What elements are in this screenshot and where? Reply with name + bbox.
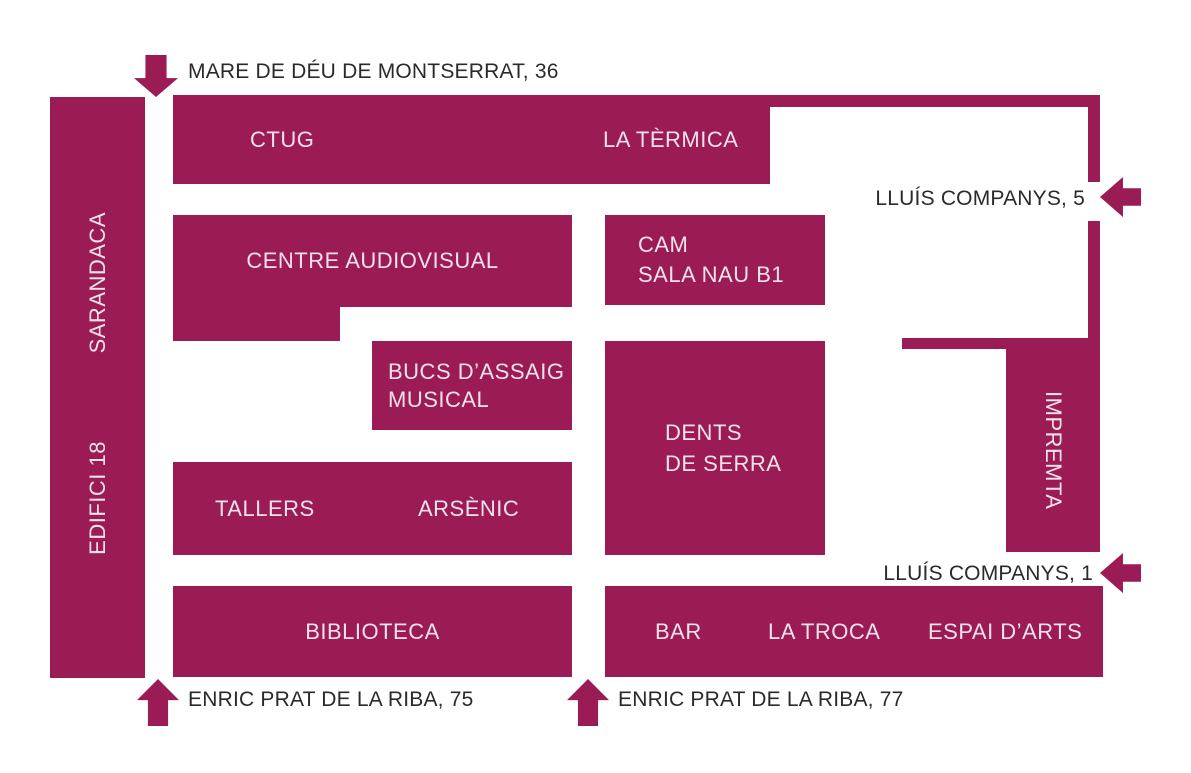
building-label-la-troca: LA TROCA <box>768 618 881 644</box>
building-label-cam: CAM <box>638 232 689 257</box>
building-sarandaca: SARANDACA <box>50 183 145 383</box>
building-label-bar: BAR <box>655 618 702 644</box>
street-label-enric-prat-77: ENRIC PRAT DE LA RIBA, 77 <box>618 688 904 711</box>
street-label-lluis-companys-1: LLUÍS COMPANYS, 1 <box>883 562 1093 585</box>
building-edifici-18: EDIFICI 18 <box>50 398 145 598</box>
building-label-sarandaca: SARANDACA <box>84 212 110 354</box>
building-bar-latroca-espaidarts: BAR LA TROCA ESPAI D’ARTS <box>605 586 1103 677</box>
entrance-arrow-up-icon <box>567 679 609 726</box>
street-label-enric-prat-75: ENRIC PRAT DE LA RIBA, 75 <box>188 688 474 711</box>
building-label-la-termica: LA TÈRMICA <box>603 126 739 152</box>
building-dents-de-serra: DENTS DE SERRA <box>605 341 825 555</box>
perimeter-line-top <box>770 95 1100 107</box>
building-label-dents: DENTS <box>665 420 743 445</box>
building-label-impremta: IMPREMTA <box>1041 391 1066 510</box>
building-label-tallers: TALLERS <box>215 495 315 521</box>
building-ctug-la-termica: CTUG LA TÈRMICA <box>173 95 770 184</box>
building-label-musical: MUSICAL <box>388 386 490 412</box>
building-label-de-serra: DE SERRA <box>665 451 782 476</box>
building-label-arsenic: ARSÈNIC <box>418 495 520 521</box>
entrance-arrow-up-icon <box>137 679 179 726</box>
entrance-arrow-left-icon <box>1100 177 1141 217</box>
building-label-sala-nau-b1: SALA NAU B1 <box>638 262 785 287</box>
building-label-centre-audiovisual: CENTRE AUDIOVISUAL <box>246 248 499 273</box>
perimeter-line-right-upper <box>1088 95 1100 182</box>
building-label-espai-darts: ESPAI D’ARTS <box>928 618 1083 644</box>
street-label-lluis-companys-5: LLUÍS COMPANYS, 5 <box>875 187 1085 210</box>
entrance-arrow-down-icon <box>134 55 178 97</box>
entrance-arrow-left-icon <box>1100 553 1141 593</box>
building-centre-audiovisual-extension <box>173 307 340 341</box>
building-bucs-dassaig-musical: BUCS D’ASSAIG MUSICAL <box>372 341 572 430</box>
perimeter-line-inner <box>902 338 1100 349</box>
building-label-bucs-dassaig: BUCS D’ASSAIG <box>388 358 565 384</box>
street-label-mare-de-deu: MARE DE DÉU DE MONTSERRAT, 36 <box>188 60 559 83</box>
building-label-edifici-18: EDIFICI 18 <box>84 441 110 555</box>
building-label-ctug: CTUG <box>250 126 315 152</box>
building-biblioteca: BIBLIOTECA <box>173 586 572 677</box>
building-centre-audiovisual: CENTRE AUDIOVISUAL <box>173 215 572 307</box>
building-tallers-arsenic: TALLERS ARSÈNIC <box>173 462 572 555</box>
building-impremta: IMPREMTA <box>1006 349 1100 552</box>
building-label-biblioteca: BIBLIOTECA <box>305 618 440 644</box>
building-sarandaca-edifici18 <box>50 97 145 678</box>
perimeter-line-right-lower <box>1088 221 1100 349</box>
building-cam-sala-nau-b1: CAM SALA NAU B1 <box>605 215 825 305</box>
